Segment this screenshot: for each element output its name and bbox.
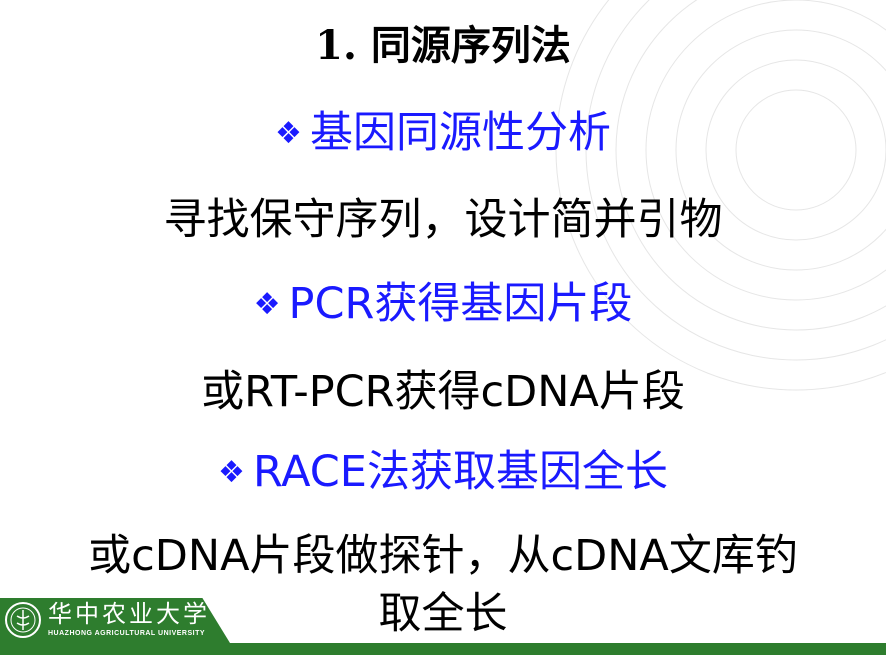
body-text: 或RT-PCR获得cDNA片段: [201, 367, 685, 417]
body-text: 或cDNA片段做探针，从cDNA文库钓 取全长: [0, 527, 886, 643]
body-text: 寻找保守序列，设计简并引物: [163, 195, 723, 245]
logo-english-name: HUAZHONG AGRICULTURAL UNIVERSITY: [48, 630, 206, 637]
decorative-arcs: [555, 0, 886, 391]
body-text-line: 取全长: [378, 589, 508, 639]
logo-chinese-name: 华中农业大学: [48, 600, 210, 628]
diamond-bullet-icon: ❖: [218, 455, 245, 490]
diamond-bullet-icon: ❖: [253, 287, 281, 322]
bullet-text: PCR获得基因片段: [288, 279, 633, 329]
bullet-item: ❖PCR获得基因片段: [0, 274, 886, 334]
body-text-line: 或cDNA片段做探针，从cDNA文库钓: [88, 531, 798, 581]
bullet-item: ❖基因同源性分析: [0, 103, 886, 163]
bullet-item: ❖RACE法获取基因全长: [0, 442, 886, 502]
university-seal-icon: [5, 602, 41, 638]
bullet-text: 基因同源性分析: [309, 108, 611, 158]
diamond-bullet-icon: ❖: [275, 116, 302, 151]
university-logo: 华中农业大学 HUAZHONG AGRICULTURAL UNIVERSITY: [0, 598, 230, 643]
footer-bar: [0, 643, 886, 655]
slide-title: 1. 同源序列法: [315, 22, 571, 69]
bullet-text: RACE法获取基因全长: [252, 447, 668, 497]
